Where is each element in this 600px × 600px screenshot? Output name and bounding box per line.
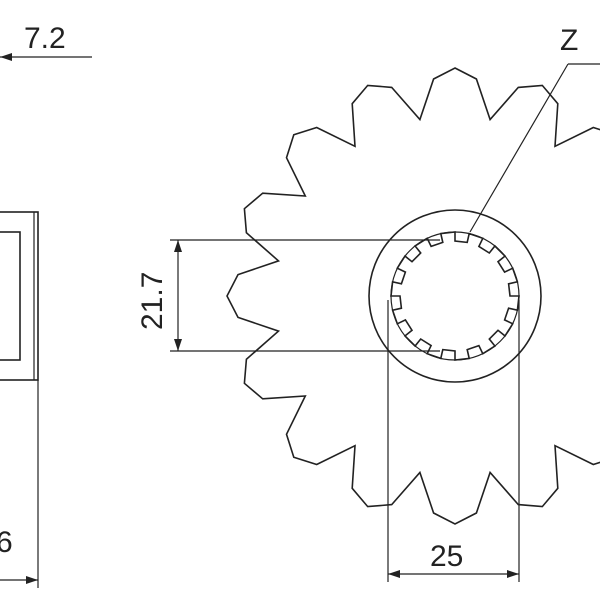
thickness-dimension: 7.2 [0, 22, 92, 61]
front-view [226, 67, 600, 525]
side-view-body [0, 211, 39, 381]
side-view [0, 211, 39, 588]
side-width-dimension: 6 [0, 526, 38, 584]
side-width-label: 6 [0, 526, 13, 559]
bore-height-arrow-top [174, 240, 182, 252]
hub-circle [368, 209, 542, 383]
hub-width-label: 25 [430, 540, 463, 573]
tooth-count-label: Z [560, 24, 578, 57]
hub-width-arrow-left [388, 570, 400, 578]
tooth-leader-line [469, 63, 569, 233]
bore-height-arrow-bottom [174, 339, 182, 351]
hub-width-dimension: 25 [387, 300, 520, 582]
spline-bore [390, 231, 520, 361]
tooth-count-leader: Z [469, 24, 600, 233]
sprocket-outline [226, 67, 600, 525]
thickness-arrow [0, 53, 12, 61]
bore-height-dimension: 21.7 [136, 239, 440, 352]
side-width-arrow [26, 576, 38, 584]
bore-height-label: 21.7 [136, 272, 169, 330]
side-view-hub [0, 231, 21, 361]
thickness-label: 7.2 [24, 22, 66, 55]
hub-width-arrow-right [507, 570, 519, 578]
